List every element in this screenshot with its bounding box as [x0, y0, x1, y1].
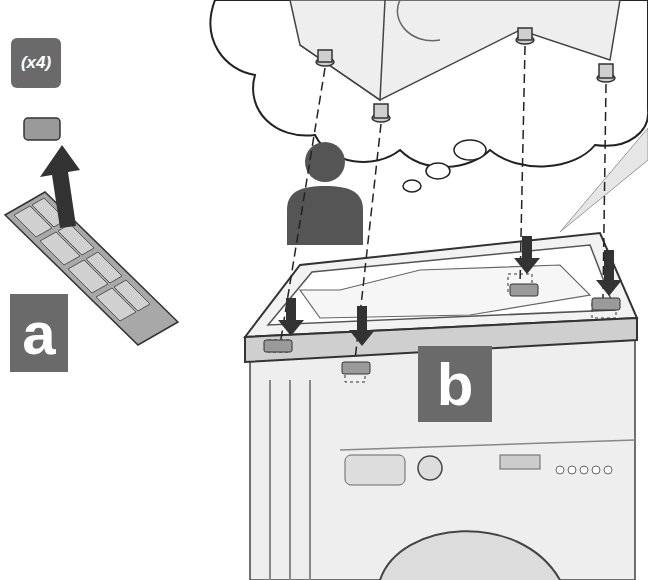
display [500, 455, 540, 469]
lift-arrow [40, 145, 80, 228]
washer-front [250, 340, 635, 580]
badge-text: (x4) [21, 53, 51, 73]
washer-door [397, 0, 440, 41]
washer-door [380, 531, 560, 580]
badge-text: b [437, 350, 474, 419]
control-knob [418, 456, 442, 480]
badge-text: a [22, 299, 55, 368]
thought-bubble [454, 140, 486, 160]
stand-plate [300, 265, 590, 318]
quantity-badge: (x4) [11, 38, 61, 88]
washer-body [290, 0, 620, 100]
thought-bubble [403, 180, 421, 192]
detergent-drawer [345, 455, 405, 485]
thought-bubble [426, 163, 450, 179]
washer-ribs [270, 380, 310, 580]
washer-edge [300, 0, 385, 100]
stand-inner [268, 245, 615, 325]
buttons [556, 466, 612, 474]
person-icon [287, 142, 363, 245]
panel-line [340, 440, 635, 450]
step-badge: a [10, 294, 68, 372]
thought-cloud [211, 0, 648, 167]
step-badge: b [418, 346, 492, 422]
washer-feet [316, 28, 615, 122]
drop-lines [280, 46, 606, 360]
pad [24, 118, 60, 140]
